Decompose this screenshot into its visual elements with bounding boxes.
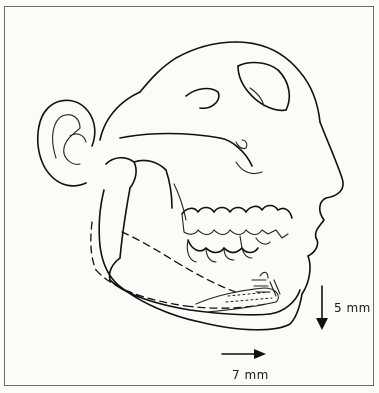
orbit-outline	[120, 63, 289, 174]
ear-outline	[38, 100, 95, 186]
horizontal-arrow	[222, 349, 266, 359]
upper-teeth	[182, 206, 292, 249]
mandible-ramus	[106, 158, 186, 258]
bone-plate	[196, 272, 280, 312]
vertical-arrow	[316, 286, 328, 330]
horizontal-movement-label: 7 mm	[232, 368, 269, 382]
vertical-movement-label: 5 mm	[334, 301, 371, 315]
lower-teeth	[187, 240, 258, 262]
